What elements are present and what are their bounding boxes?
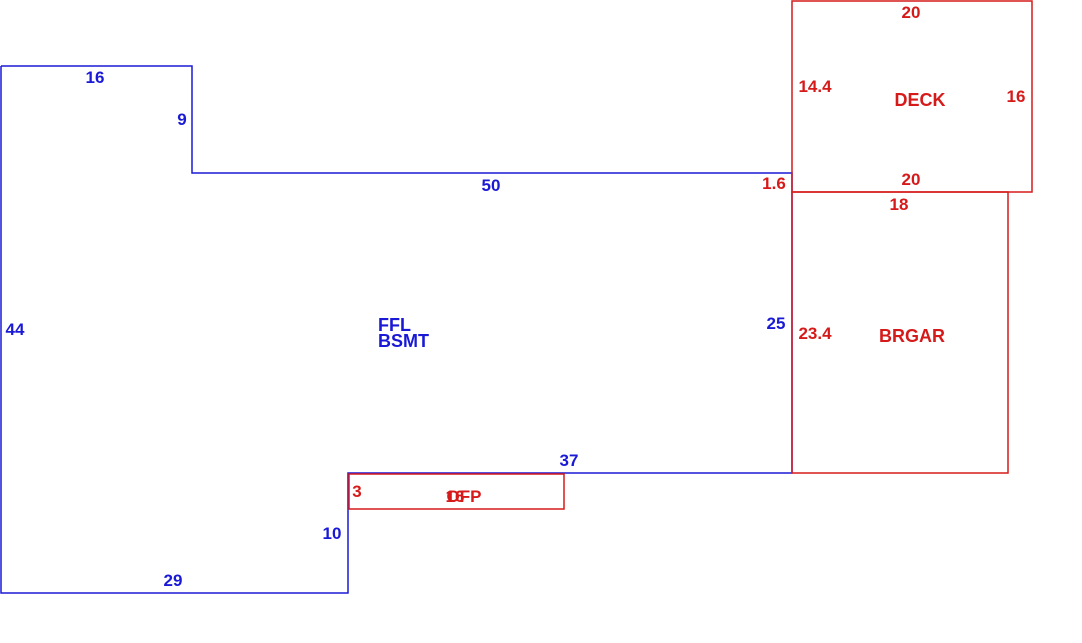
garage-label: BRGAR bbox=[879, 326, 945, 346]
dim-deck-right: 16 bbox=[1007, 87, 1026, 106]
dim-main-bottom: 29 bbox=[164, 571, 183, 590]
dim-main-upper-run: 50 bbox=[482, 176, 501, 195]
porch-outline bbox=[348, 473, 565, 510]
main-area-label-line1: FFL bbox=[378, 315, 411, 335]
dim-deck-top: 20 bbox=[902, 3, 921, 22]
dim-main-notch: 9 bbox=[177, 110, 186, 129]
deck-label: DECK bbox=[894, 90, 945, 110]
dim-main-step: 10 bbox=[323, 524, 342, 543]
dim-deck-offset: 1.6 bbox=[762, 174, 786, 193]
dim-main-right: 25 bbox=[767, 314, 786, 333]
dim-deck-bottom: 20 bbox=[902, 170, 921, 189]
garage-outline bbox=[791, 191, 1009, 474]
porch-dim-overlap: 16 bbox=[446, 487, 465, 506]
dim-deck-left: 14.4 bbox=[798, 77, 832, 96]
dim-porch-left: 3 bbox=[352, 482, 361, 501]
dim-main-lower-run: 37 bbox=[560, 451, 579, 470]
dim-main-top: 16 bbox=[86, 68, 105, 87]
dim-garage-top: 18 bbox=[890, 195, 909, 214]
dim-main-left: 44 bbox=[6, 320, 25, 339]
main-area-label-line2: BSMT bbox=[378, 331, 429, 351]
porch-label: OFP bbox=[447, 487, 482, 506]
dim-garage-left: 23.4 bbox=[798, 324, 832, 343]
